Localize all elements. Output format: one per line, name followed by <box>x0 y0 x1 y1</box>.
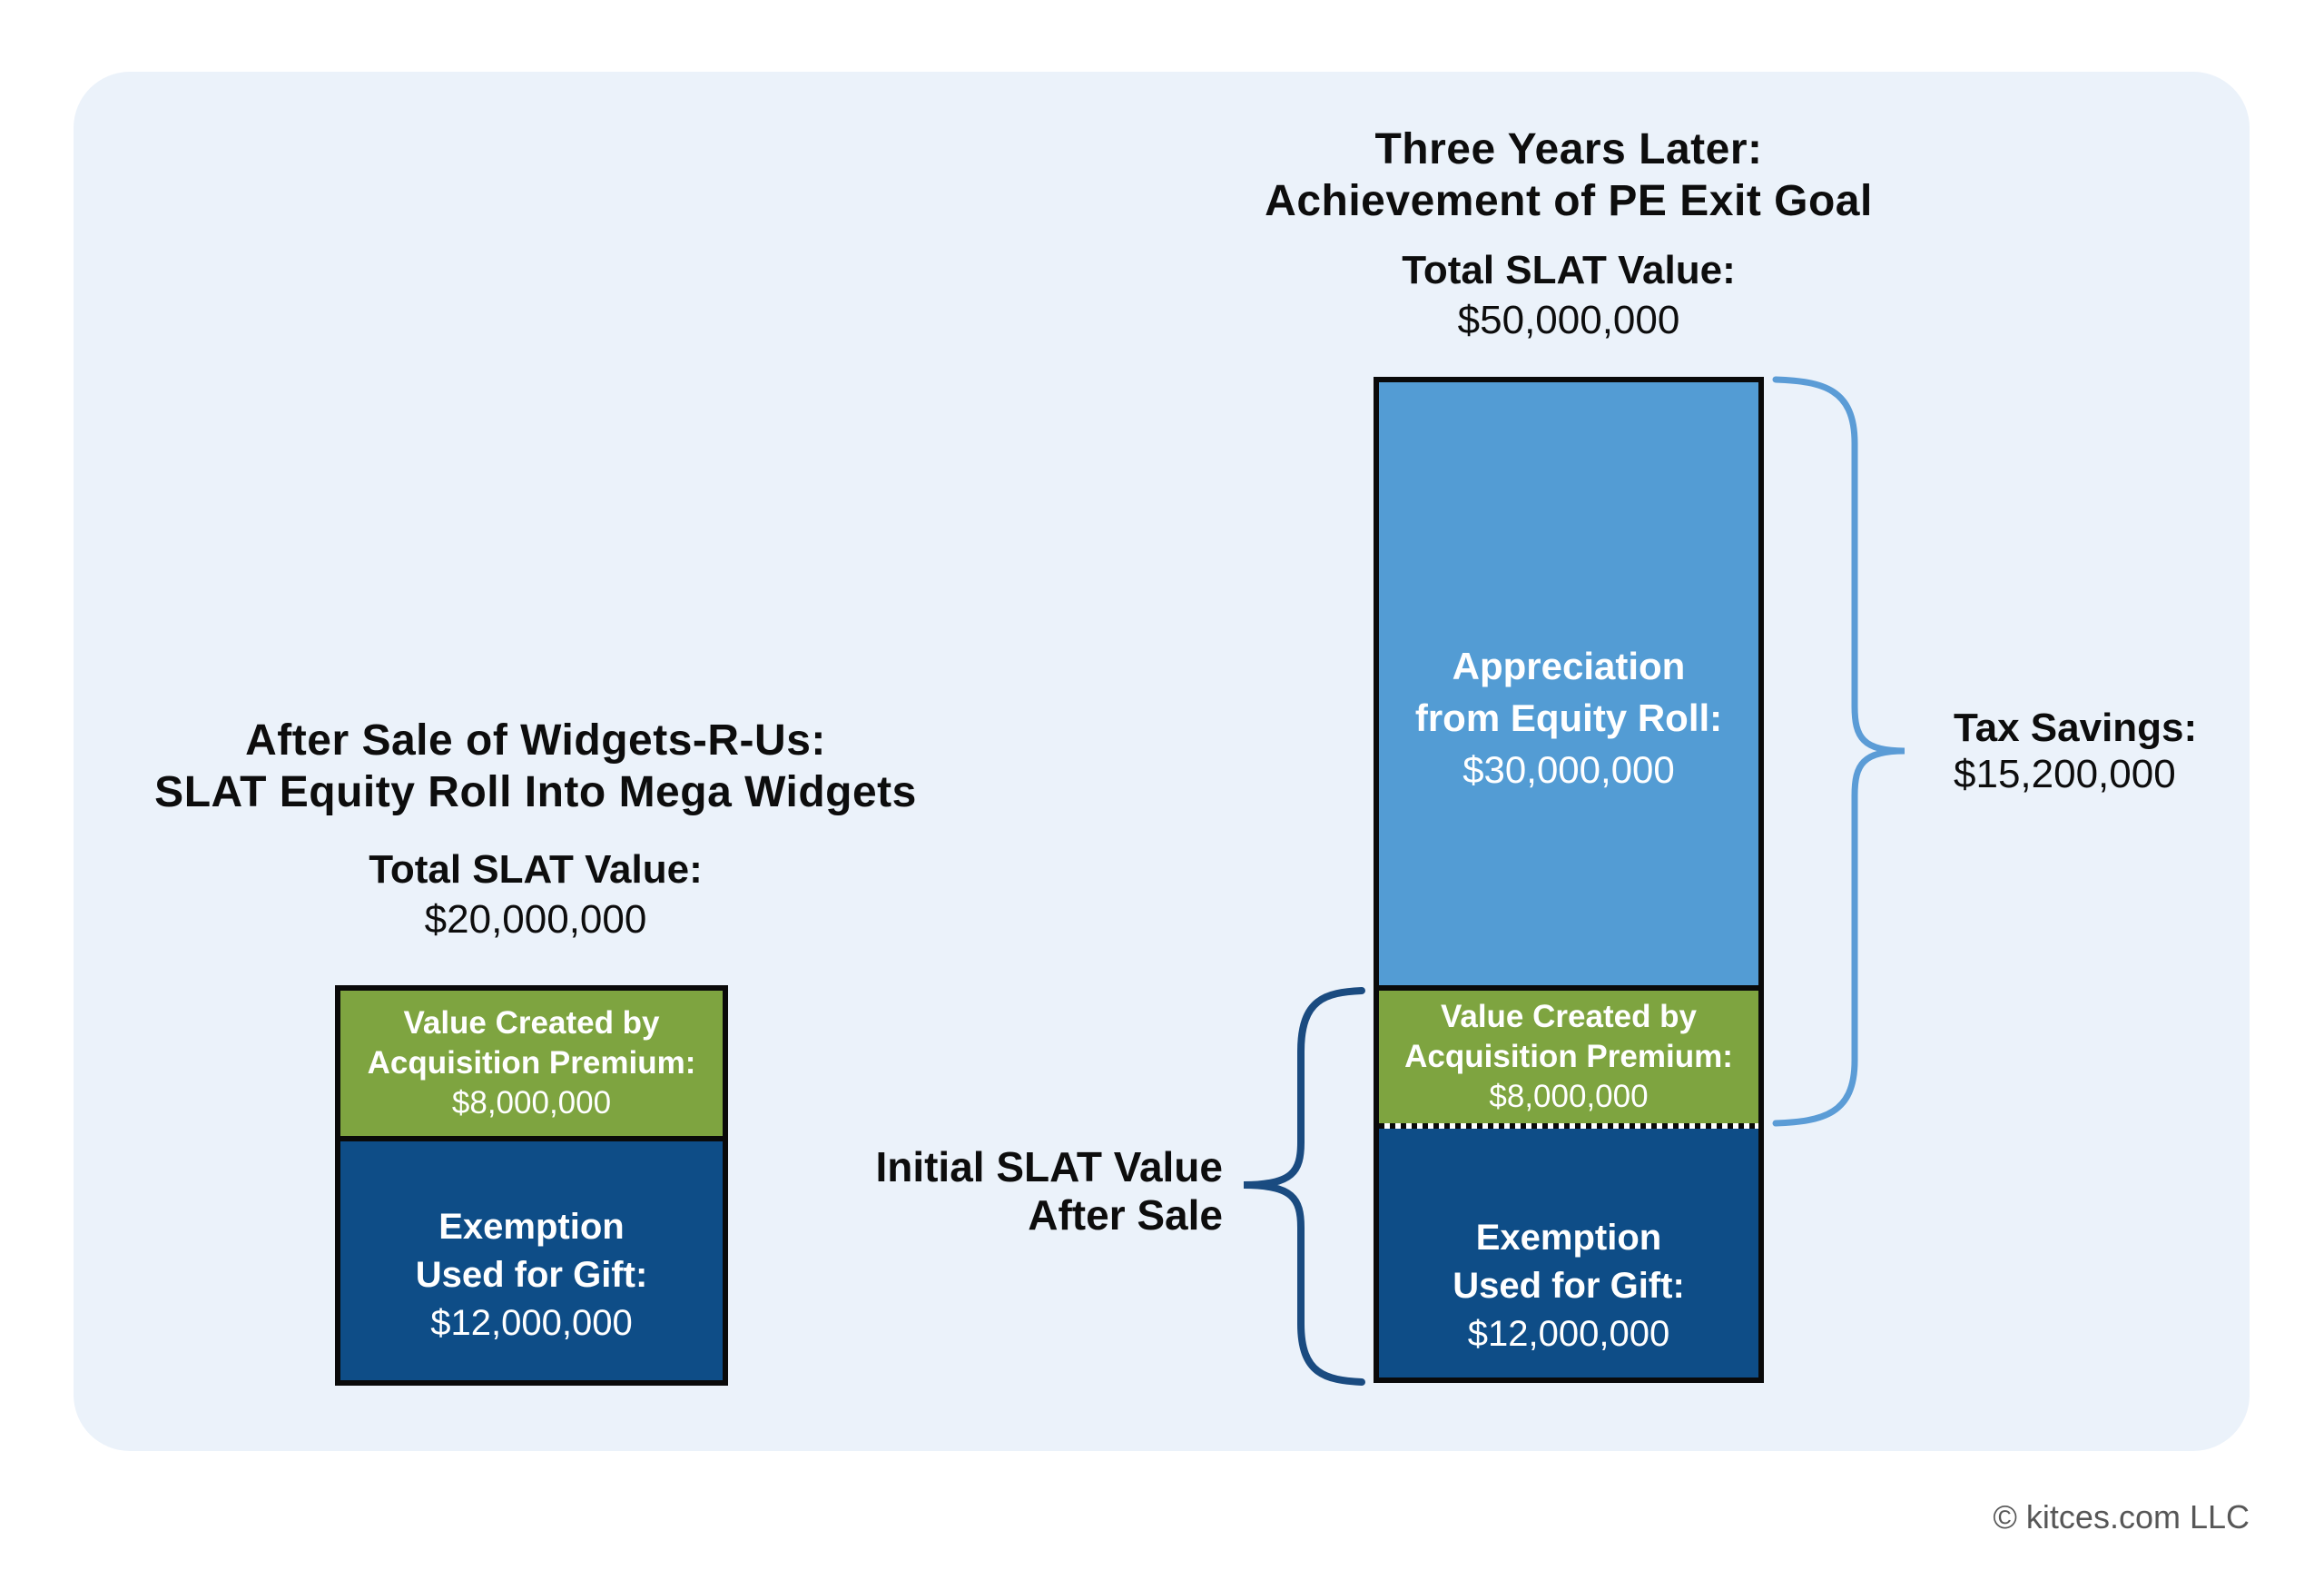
right-bar-segment-appreciation: Appreciation from Equity Roll: $30,000,0… <box>1379 382 1758 985</box>
left-chart-title-line1: After Sale of Widgets-R-Us: <box>245 716 826 765</box>
right-chart-title-line1: Three Years Later: <box>1374 125 1763 173</box>
left-blue-value: $12,000,000 <box>430 1303 633 1343</box>
tax-savings-label: Tax Savings: <box>1954 706 2198 750</box>
right-chart-title: Three Years Later: Achievement of PE Exi… <box>1160 123 1977 227</box>
tax-savings-annotation: Tax Savings: $15,200,000 <box>1954 705 2317 797</box>
initial-slat-annotation: Initial SLAT Value After Sale <box>817 1143 1223 1239</box>
left-total-label: Total SLAT Value: <box>369 847 703 892</box>
left-bar-segment-acquisition-premium: Value Created by Acquisition Premium: $8… <box>340 991 723 1136</box>
left-chart-title: After Sale of Widgets-R-Us: SLAT Equity … <box>127 715 944 818</box>
left-green-line1: Value Created by <box>403 1005 660 1041</box>
initial-slat-line2: After Sale <box>1028 1191 1223 1239</box>
right-green-line1: Value Created by <box>1440 999 1698 1034</box>
left-bar-solid-divider <box>340 1136 723 1141</box>
right-blue-line1: Exemption <box>1475 1217 1662 1258</box>
tax-savings-value: $15,200,000 <box>1954 752 2176 796</box>
right-appreciation-line2: from Equity Roll: <box>1414 696 1723 739</box>
right-bar-dotted-divider <box>1379 1123 1758 1129</box>
right-bar-segment-acquisition-premium: Value Created by Acquisition Premium: $8… <box>1379 991 1758 1123</box>
left-green-line2: Acquisition Premium: <box>367 1045 696 1081</box>
right-chart-total: Total SLAT Value: $50,000,000 <box>1160 245 1977 345</box>
left-chart-title-line2: SLAT Equity Roll Into Mega Widgets <box>154 768 917 816</box>
left-green-value: $8,000,000 <box>451 1085 612 1121</box>
copyright-text: © kitces.com LLC <box>1993 1498 2250 1535</box>
right-stacked-bar: Appreciation from Equity Roll: $30,000,0… <box>1374 377 1764 1383</box>
right-blue-line2: Used for Gift: <box>1452 1265 1685 1306</box>
right-chart-title-line2: Achievement of PE Exit Goal <box>1265 177 1873 225</box>
right-blue-value: $12,000,000 <box>1467 1313 1670 1354</box>
right-green-line2: Acquisition Premium: <box>1404 1039 1733 1074</box>
initial-slat-line1: Initial SLAT Value <box>875 1143 1223 1190</box>
left-blue-line2: Used for Gift: <box>415 1255 648 1295</box>
left-total-value: $20,000,000 <box>424 897 647 942</box>
right-bar-solid-divider <box>1379 985 1758 991</box>
left-stacked-bar: Value Created by Acquisition Premium: $8… <box>335 985 728 1386</box>
right-green-value: $8,000,000 <box>1489 1079 1649 1114</box>
right-appreciation-value: $30,000,000 <box>1462 747 1675 791</box>
left-blue-line1: Exemption <box>438 1207 625 1247</box>
left-bar-segment-exemption: Exemption Used for Gift: $12,000,000 <box>340 1141 723 1380</box>
left-chart-total: Total SLAT Value: $20,000,000 <box>127 844 944 944</box>
right-total-label: Total SLAT Value: <box>1402 248 1736 292</box>
right-bar-segment-exemption: Exemption Used for Gift: $12,000,000 <box>1379 1129 1758 1377</box>
right-appreciation-line1: Appreciation <box>1452 644 1686 687</box>
right-total-value: $50,000,000 <box>1457 298 1680 342</box>
